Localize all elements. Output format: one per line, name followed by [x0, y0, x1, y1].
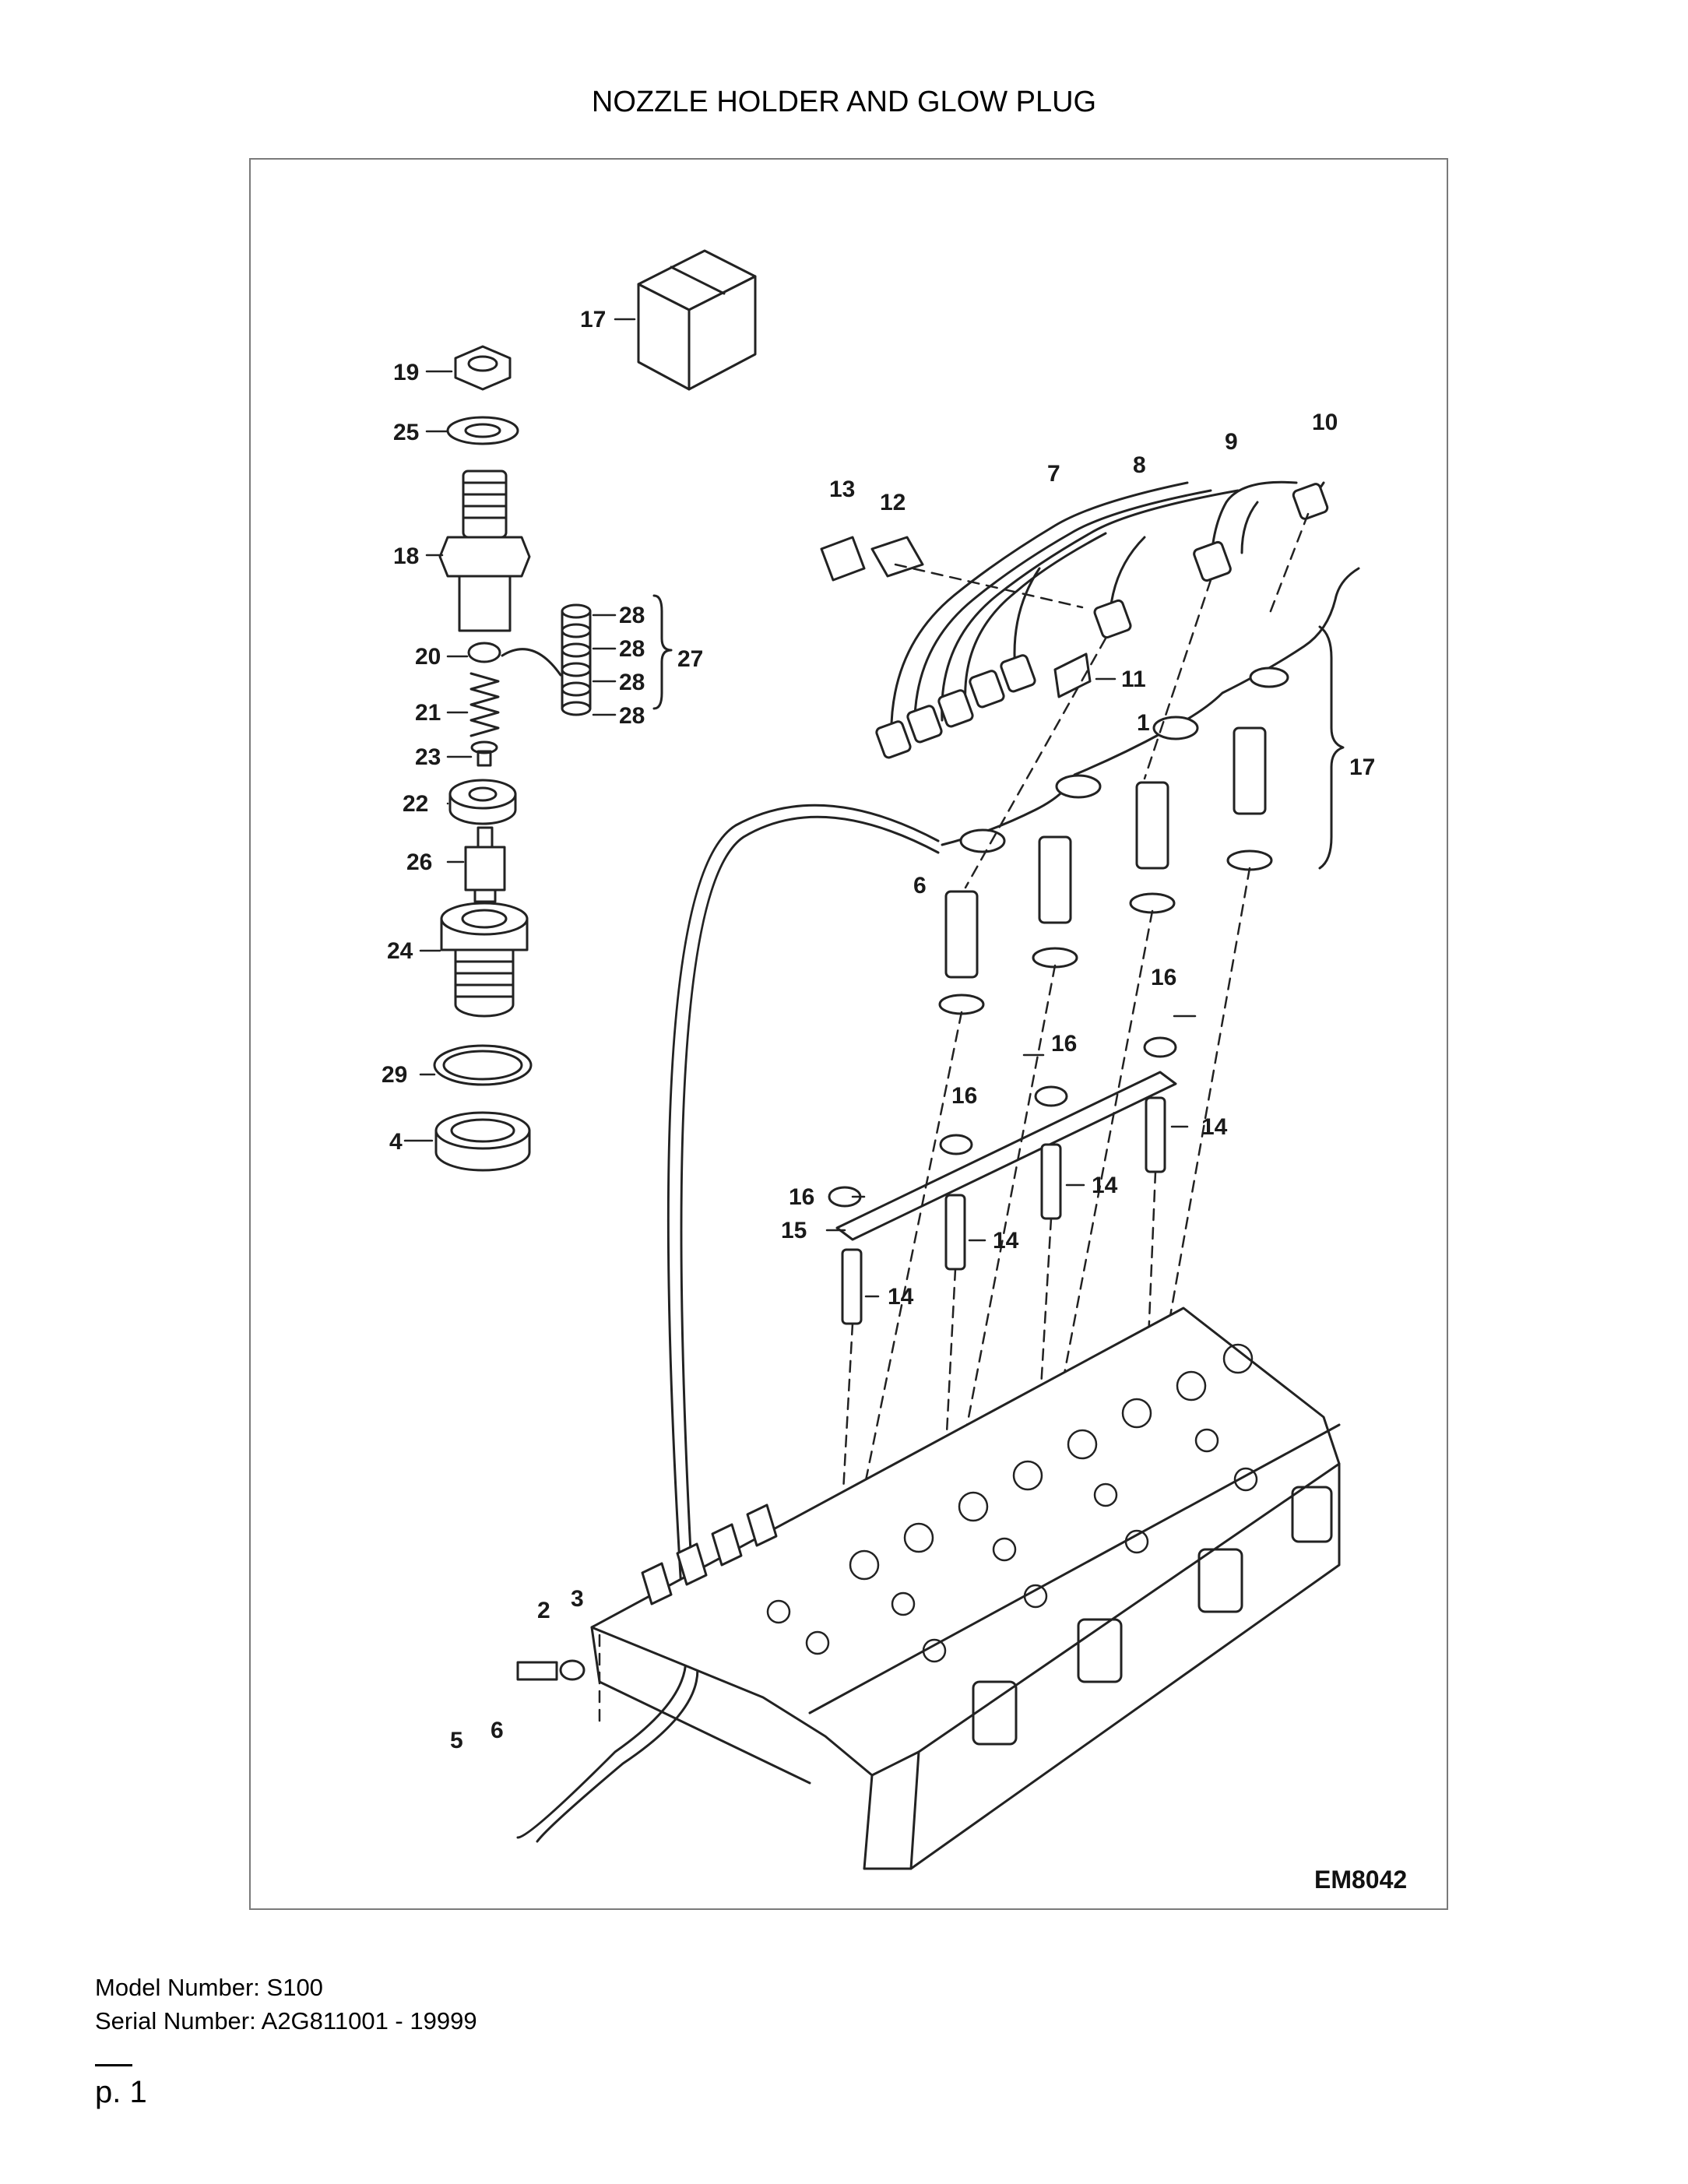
callout-16-b: 16 [1051, 1031, 1077, 1057]
callout-labels: 17 19 25 18 28 28 28 28 27 20 21 23 22 2… [382, 307, 1407, 1894]
callout-15: 15 [781, 1218, 807, 1243]
callout-3: 3 [571, 1586, 584, 1612]
callout-28-b: 28 [619, 636, 645, 662]
callout-2: 2 [537, 1598, 550, 1623]
installed-nozzle-holders [938, 726, 1273, 1015]
injection-pipes [820, 480, 1329, 759]
callout-8: 8 [1133, 452, 1146, 478]
callout-9: 9 [1225, 429, 1238, 455]
callout-16-a: 16 [1151, 965, 1176, 990]
brace-27 [652, 594, 673, 710]
callout-28-c: 28 [619, 670, 645, 695]
diagram-frame [249, 158, 1448, 1910]
callout-12: 12 [880, 490, 906, 515]
callout-14-b: 14 [1092, 1173, 1118, 1198]
callout-22: 22 [403, 791, 428, 817]
callout-6-top: 6 [913, 873, 927, 899]
callout-5: 5 [450, 1728, 463, 1753]
callout-11: 11 [1121, 666, 1146, 692]
leak-off-pipe [516, 567, 1360, 1843]
callout-14-c: 14 [993, 1228, 1019, 1254]
callout-10: 10 [1312, 410, 1338, 435]
callout-7: 7 [1047, 461, 1060, 487]
page-divider [95, 2064, 132, 2066]
page-title: NOZZLE HOLDER AND GLOW PLUG [591, 86, 1097, 118]
callout-29: 29 [382, 1062, 407, 1088]
drawing-code: EM8042 [1314, 1866, 1407, 1894]
callout-24: 24 [387, 938, 413, 964]
nozzle-holder-parts [433, 345, 592, 1172]
callout-6-bottom: 6 [491, 1718, 504, 1743]
callout-16-c: 16 [951, 1083, 977, 1109]
page-number: p. 1 [95, 2075, 147, 2109]
callout-21: 21 [415, 700, 441, 726]
model-number: Model Number: S100 [95, 1974, 323, 2001]
callout-16-d: 16 [789, 1184, 814, 1210]
callout-28-d: 28 [619, 703, 645, 729]
brace-17 [1318, 625, 1345, 870]
callout-18: 18 [393, 543, 419, 569]
cylinder-head [590, 1307, 1341, 1870]
serial-number: Serial Number: A2G811001 - 19999 [95, 2007, 477, 2035]
callout-27: 27 [677, 646, 703, 672]
callout-28-a: 28 [619, 603, 645, 628]
callout-14-a: 14 [1201, 1114, 1228, 1140]
callout-4: 4 [389, 1129, 403, 1155]
callout-23: 23 [415, 744, 441, 770]
callout-17-kit: 17 [580, 307, 606, 332]
callout-20: 20 [415, 644, 441, 670]
glow-plug-bar-and-plugs [828, 1036, 1177, 1325]
callout-19: 19 [393, 360, 419, 385]
callout-14-d: 14 [888, 1284, 914, 1310]
callout-25: 25 [393, 420, 419, 445]
callout-17-plugs: 17 [1349, 754, 1375, 780]
callout-26: 26 [406, 849, 432, 875]
callout-1: 1 [1137, 710, 1150, 736]
callout-13: 13 [829, 477, 855, 502]
kit-box-illustration [637, 249, 757, 391]
